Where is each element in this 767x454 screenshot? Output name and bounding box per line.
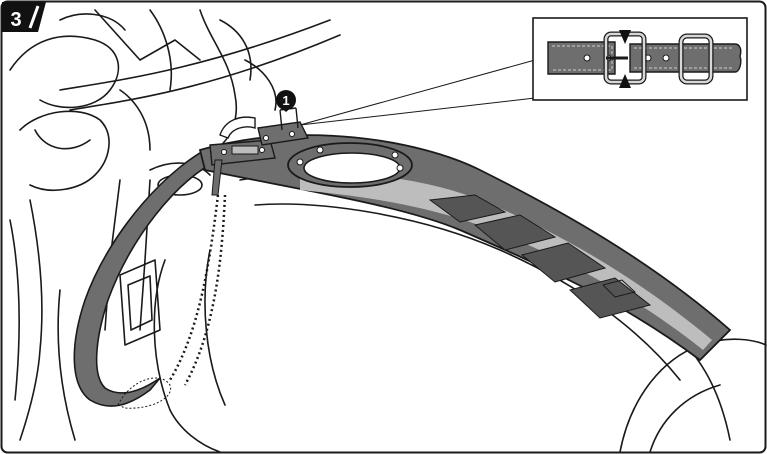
callout-number: 1 xyxy=(282,93,289,108)
strap-buckle-icon xyxy=(257,121,310,146)
buckle-detail-inset xyxy=(532,17,748,101)
inset-strap-hole xyxy=(662,54,670,62)
ring-bolt xyxy=(396,164,404,172)
strap-panel-2 xyxy=(473,214,557,251)
strap-panel-3 xyxy=(520,242,607,283)
step-badge: 3 xyxy=(2,2,46,32)
tank-strap xyxy=(198,107,732,362)
strap-hole xyxy=(263,135,269,141)
strap-hole xyxy=(221,149,227,155)
callout-pin-icon: 1 xyxy=(276,90,296,112)
ring-bolt xyxy=(391,151,399,159)
buckle-plate xyxy=(231,145,259,155)
strap-fold xyxy=(219,116,256,139)
step-slash xyxy=(28,5,40,29)
ring-bolt xyxy=(316,146,324,154)
inset-keeper-loop-light xyxy=(679,34,713,84)
strap-loop-left xyxy=(73,143,227,409)
hidden-strap-end xyxy=(117,377,172,409)
strap-panel-4 xyxy=(568,277,652,319)
inset-strap-left xyxy=(547,41,616,75)
step-badge-background xyxy=(2,2,46,32)
arrow-down-icon xyxy=(619,30,631,44)
strap-inner-band xyxy=(300,173,712,350)
strap-loop-band xyxy=(73,143,224,407)
ring-bolt xyxy=(296,158,304,166)
strap-hole xyxy=(289,131,295,137)
arrow-up-icon xyxy=(619,74,631,88)
strap-hole xyxy=(259,147,265,153)
strap-panel-window xyxy=(602,279,637,298)
strap-panel-1 xyxy=(428,194,507,223)
inset-strap-hole xyxy=(583,54,591,62)
strap-hanging-tail xyxy=(211,159,223,196)
filler-cap-opening xyxy=(303,152,401,184)
hidden-strap-path-a xyxy=(168,194,220,381)
step-number: 3 xyxy=(10,9,21,31)
